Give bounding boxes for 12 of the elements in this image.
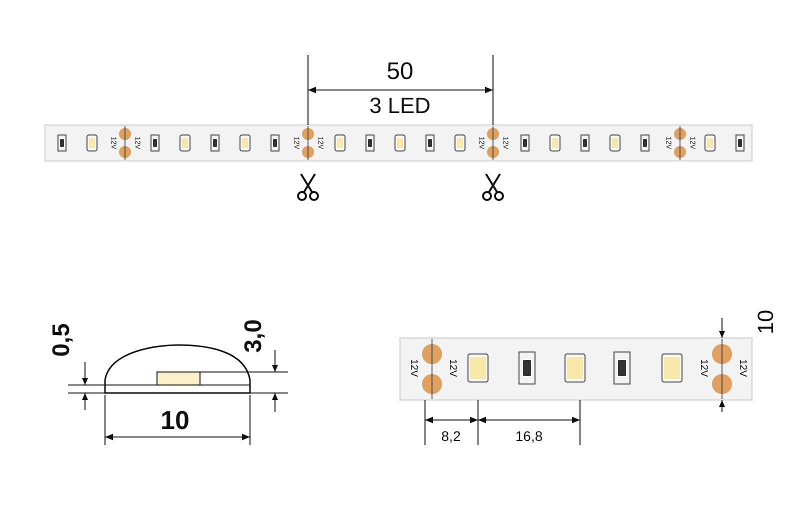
dimension-value: 10 [160, 407, 190, 433]
voltage-marking: 12V [737, 359, 747, 377]
voltage-marking: 12V [447, 359, 457, 377]
dimension-label: 3 LED [369, 95, 431, 117]
dimension-value: 50 [386, 60, 414, 84]
dimension-value: 0,5 [50, 323, 74, 357]
dimension-value: 10 [755, 310, 777, 334]
voltage-marking: 12V [408, 359, 418, 377]
dimension-value: 3,0 [242, 319, 266, 353]
dimension-value: 16,8 [515, 429, 543, 443]
dimension-value: 8,2 [441, 429, 461, 443]
voltage-marking: 12V [698, 359, 708, 377]
